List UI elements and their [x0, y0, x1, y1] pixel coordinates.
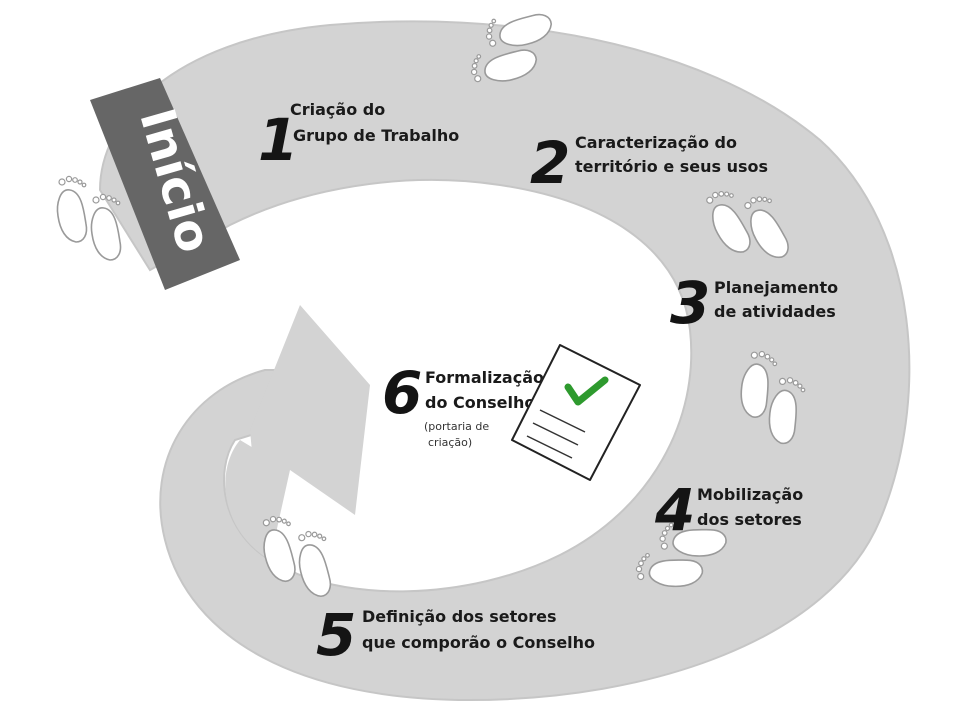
step-4: 4 Mobilização dos setores [654, 476, 803, 544]
step-1: 1 Criação do Grupo de Trabalho [258, 100, 459, 174]
step-number: 3 [670, 269, 710, 337]
step-6: 6 Formalização do Conselho (portaria de … [382, 344, 641, 481]
step-5: 5 Definição dos setores que comporão o C… [316, 601, 595, 669]
step-number: 6 [382, 359, 422, 427]
step-label-line: Planejamento [714, 278, 838, 297]
arrow-icon [250, 305, 370, 515]
step-label-line: território e seus usos [575, 157, 768, 176]
step-label-line: que comporão o Conselho [362, 633, 595, 652]
step-label-line: do Conselho [425, 393, 535, 412]
step-number: 1 [258, 106, 298, 174]
document-icon [511, 344, 641, 481]
spiral-path [98, 20, 911, 702]
step-note-line: (portaria de [424, 420, 489, 433]
step-label-line: Mobilização [697, 485, 803, 504]
step-label-line: Criação do [290, 100, 385, 119]
step-3: 3 Planejamento de atividades [670, 269, 838, 337]
step-label-line: de atividades [714, 302, 836, 321]
step-number: 5 [316, 601, 356, 669]
step-2: 2 Caracterização do território e seus us… [530, 129, 768, 197]
step-note-line: criação) [428, 436, 472, 449]
step-label-line: Caracterização do [575, 133, 737, 152]
checkmark-icon [564, 376, 609, 406]
step-label-line: dos setores [697, 510, 802, 529]
step-number: 2 [530, 129, 570, 197]
step-number: 4 [654, 476, 695, 544]
step-label-line: Grupo de Trabalho [293, 126, 459, 145]
step-label-line: Formalização [425, 368, 544, 387]
step-label-line: Definição dos setores [362, 607, 557, 626]
